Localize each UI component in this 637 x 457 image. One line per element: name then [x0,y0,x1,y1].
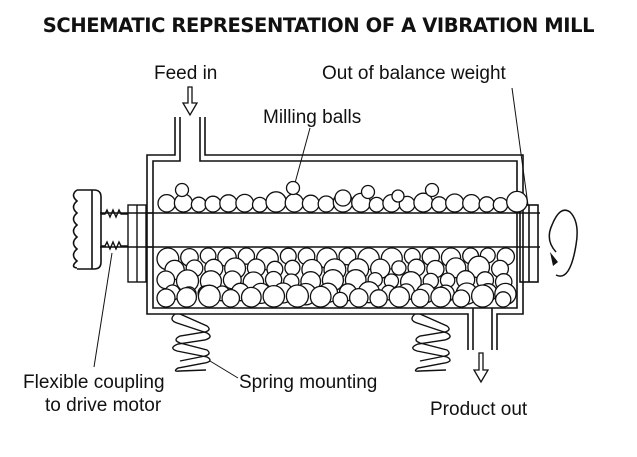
label-to-drive-motor: to drive motor [45,395,162,416]
milling-ball [156,288,176,308]
label-feed-in: Feed in [154,63,218,84]
label-milling-balls: Milling balls [263,107,362,128]
milling-ball [478,196,495,213]
milling-ball [430,286,452,308]
label-out-of-balance-weight: Out of balance weight [322,63,506,84]
milling-ball [410,288,430,308]
milling-ball [494,291,512,308]
housing-outer [146,117,524,350]
milling-ball [301,194,320,213]
milling-ball [262,284,286,308]
milling-ball [284,193,305,213]
milling-ball [430,196,448,213]
milling-ball [424,182,440,198]
milling-ball [221,288,241,308]
milling-ball [176,286,198,308]
label-flexible-coupling: Flexible coupling [23,372,165,393]
diagram-title: SCHEMATIC REPRESENTATION OF A VIBRATION … [42,14,595,37]
out-of-balance-weight [519,204,539,283]
milling-ball [369,289,388,308]
milling-ball [492,196,509,213]
milling-ball [462,193,481,213]
milling-ball [388,286,411,308]
milling-ball [360,184,376,200]
rotation-arrow-icon [548,209,578,277]
milling-ball [445,193,465,213]
product-outlet-pipe [472,308,493,350]
milling-ball [332,291,349,308]
milling-ball [285,180,301,196]
milling-ball [334,189,352,207]
label-spring-mounting: Spring mounting [239,372,378,393]
milling-ball [265,191,287,213]
milling-ball [219,194,238,213]
milling-ball [309,285,332,308]
flexible-coupling [101,204,153,283]
housing-inner [152,117,518,309]
milling-ball [470,284,495,308]
milling-ball [284,259,301,276]
milling-ball [204,195,222,213]
milling-ball [190,196,207,213]
milling-ball [391,189,405,203]
milling-ball [197,284,221,308]
milling-ball [285,284,310,308]
milling-ball [452,289,471,308]
milling-ball [317,195,335,213]
milling-ball [240,286,262,308]
leader-lines [93,87,529,379]
milling-ball [157,193,177,213]
milling-ball [368,196,385,213]
label-product-out: Product out [430,399,528,420]
milling-ball [251,196,268,213]
milling-ball [348,287,369,308]
milling-ball [174,182,190,198]
milling-ball [506,190,528,213]
product-out-arrow-icon [472,352,490,384]
milling-ball [235,193,255,213]
milling-ball [391,260,407,276]
milling-balls [156,180,528,308]
feed-in-arrow-icon [181,86,199,117]
spring-mounting-right [411,313,451,372]
drive-motor [72,189,102,270]
spring-mounting-left [171,313,211,372]
